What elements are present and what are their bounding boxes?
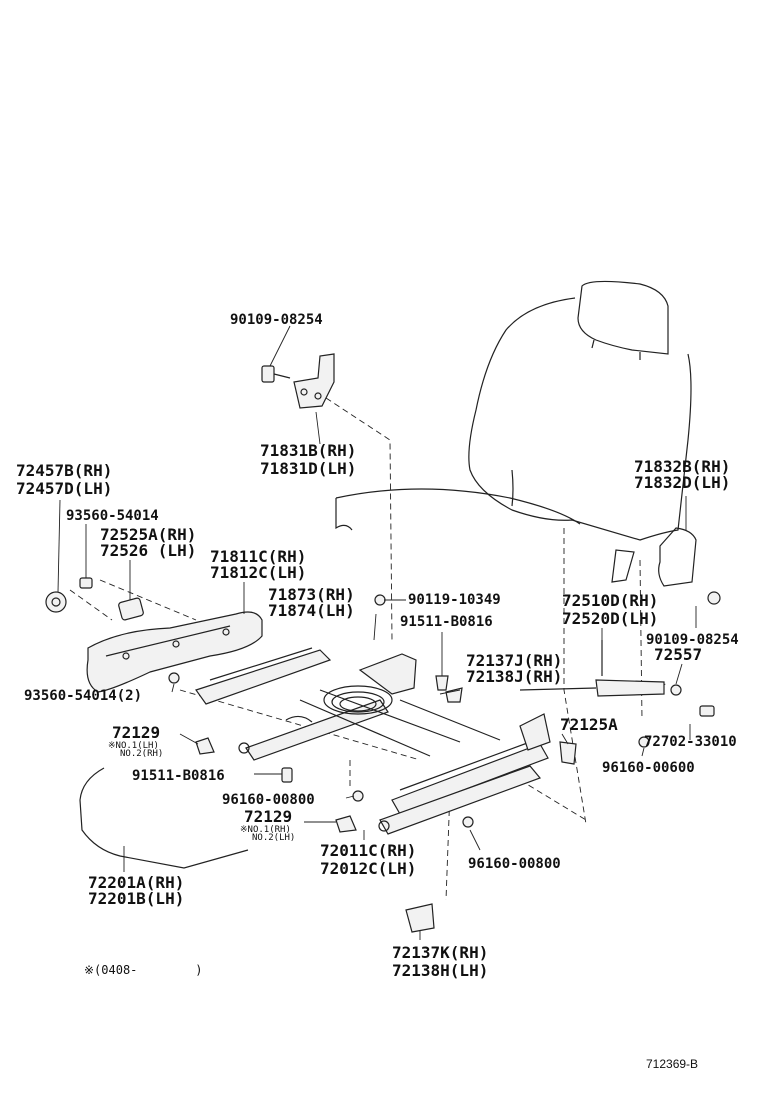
label-lever-rh: 72525A(RH): [100, 525, 196, 544]
callout-labels: 90109-08254 71831B(RH) 71831D(LH) 72457B…: [16, 312, 739, 1071]
label-shield-rh: 71811C(RH): [210, 547, 306, 566]
seat-frame: [195, 647, 551, 835]
label-bolt-91511-b: 91511-B0816: [132, 768, 225, 784]
label-cover-rh: 71873(RH): [268, 585, 355, 604]
label-hinge-cover-rh: 71831B(RH): [260, 441, 356, 460]
label-bolt-72702: 72702-33010: [644, 734, 737, 750]
bolt-top: [261, 365, 291, 383]
label-bolt-right: 90109-08254: [646, 632, 739, 648]
label-track-rh: 72011C(RH): [320, 841, 416, 860]
headrest: [577, 280, 669, 355]
label-track-lh: 72012C(LH): [320, 859, 416, 878]
label-lever-lh: 72526 (LH): [100, 541, 196, 560]
label-recliner-lh: 72520D(LH): [562, 609, 658, 628]
label-nut-96160-800-b: 96160-00800: [468, 856, 561, 872]
label-bolt-90119: 90119-10349: [408, 592, 501, 608]
knob: [45, 591, 67, 613]
label-bracket-j-lh: 72138J(RH): [466, 667, 562, 686]
recliner-cable: [519, 640, 665, 697]
label-hinge-cover-lh: 71831D(LH): [260, 459, 356, 478]
label-clip-72129-a-n2: NO.2(RH): [120, 749, 163, 759]
label-nut-93560-2: 93560-54014(2): [24, 688, 142, 704]
backrest: [468, 297, 692, 541]
label-bolt-top: 90109-08254: [230, 312, 323, 328]
side-shield: [86, 611, 263, 693]
fasteners: [195, 591, 721, 933]
label-hinge-lh: 71832D(LH): [634, 473, 730, 492]
footnote: ※(0408- ): [84, 963, 202, 977]
hinge-cover-bracket: [293, 353, 335, 409]
wire-72201: [79, 767, 249, 869]
label-recliner-rh: 72510D(RH): [562, 591, 658, 610]
label-bracket-j-rh: 72137J(RH): [466, 651, 562, 670]
label-clip-72129-b: 72129: [244, 807, 292, 826]
label-nut-96160-600: 96160-00600: [602, 760, 695, 776]
label-nut-93560: 93560-54014: [66, 508, 159, 524]
nut-93560-small: [79, 577, 93, 589]
nut-93560-2: [168, 672, 180, 684]
label-hinge-rh: 71832B(RH): [634, 457, 730, 476]
label-clip-72129-a-n1: ※NO.1(LH): [108, 741, 159, 751]
label-nut-96160-800-a: 96160-00800: [222, 792, 315, 808]
label-bracket-k-lh: 72138H(LH): [392, 961, 488, 980]
label-knob-lh: 72457D(LH): [16, 479, 112, 498]
label-wire-rh: 72201A(RH): [88, 873, 184, 892]
label-shield-lh: 71812C(LH): [210, 563, 306, 582]
lever-pad: [118, 597, 144, 621]
label-clip-72129-b-n2: NO.2(LH): [252, 833, 295, 843]
label-clip-72129-a: 72129: [112, 723, 160, 742]
label-wire-lh: 72201B(LH): [88, 889, 184, 908]
seat-back: [335, 280, 697, 587]
seat-cushion: [335, 488, 581, 525]
label-clip-72129-b-n1: ※NO.1(RH): [240, 825, 291, 835]
label-adjuster-72125a: 72125A: [560, 715, 618, 734]
label-knob-rh: 72457B(RH): [16, 461, 112, 480]
label-bracket-k-rh: 72137K(RH): [392, 943, 488, 962]
label-cover-lh: 71874(LH): [268, 601, 355, 620]
label-bolt-91511-a: 91511-B0816: [400, 614, 493, 630]
diagram-id: 712369-B: [646, 1057, 698, 1071]
label-cable-72557: 72557: [654, 645, 702, 664]
leader-lines: [57, 325, 697, 940]
